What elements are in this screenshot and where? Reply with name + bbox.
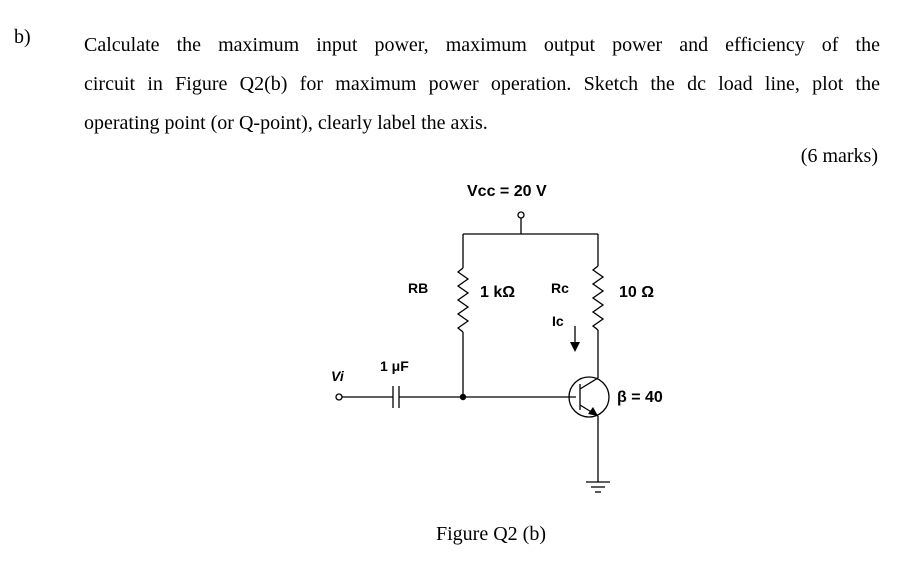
- transistor-collector-lead: [579, 377, 599, 390]
- question-text: Calculate the maximum input power, maxim…: [84, 26, 880, 143]
- rc-value: 10 Ω: [619, 284, 654, 301]
- rc-resistor: [591, 265, 605, 331]
- ic-arrow-head: [570, 342, 580, 352]
- rb-label: RB: [408, 280, 428, 296]
- rb-resistor: [456, 267, 470, 333]
- vi-terminal: [335, 393, 343, 401]
- figure-caption: Figure Q2 (b): [436, 523, 546, 545]
- transistor-emitter-arrow: [588, 407, 598, 416]
- rb-value: 1 kΩ: [480, 284, 515, 301]
- capacitor-value: 1 μF: [380, 358, 409, 374]
- marks-label: (6 marks): [800, 145, 878, 167]
- transistor-body: [568, 376, 610, 418]
- base-junction-dot: [459, 393, 467, 401]
- ic-label: Ic: [552, 313, 564, 329]
- vcc-label: Vcc = 20 V: [467, 183, 547, 200]
- vi-label: Vi: [331, 368, 345, 384]
- question-line-3: operating point (or Q-point), clearly la…: [84, 112, 488, 134]
- question-line-1: Calculate the maximum input power, maxim…: [84, 34, 880, 56]
- question-part-label: b): [14, 26, 31, 48]
- beta-label: β = 40: [617, 389, 663, 406]
- rc-label: Rc: [551, 280, 569, 296]
- question-line-2: circuit in Figure Q2(b) for maximum powe…: [84, 73, 880, 95]
- vcc-terminal: [517, 211, 525, 219]
